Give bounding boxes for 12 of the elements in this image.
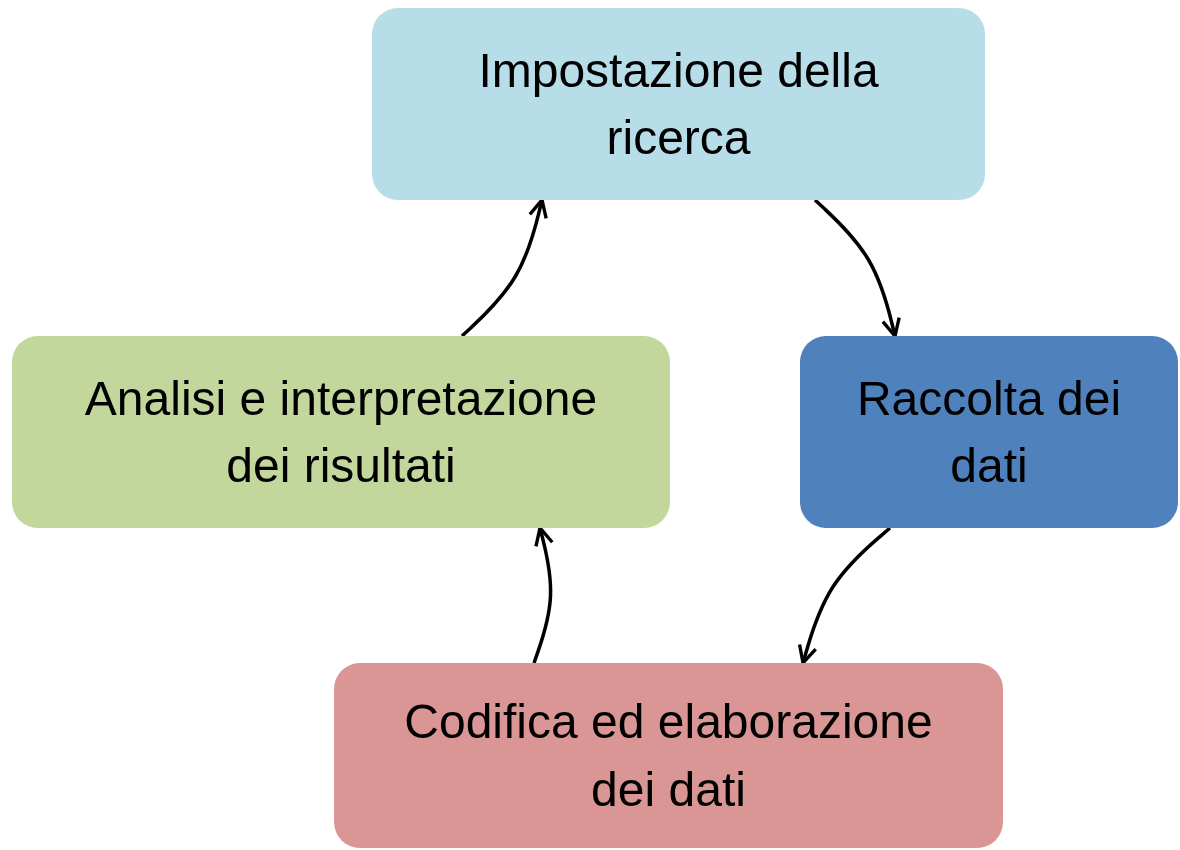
curved-arrow	[797, 526, 892, 665]
step-label: Analisi e interpretazione dei risultati	[83, 370, 599, 494]
curved-arrow	[532, 526, 554, 664]
curved-arrow	[813, 198, 901, 338]
process-box	[334, 663, 1003, 848]
step-label: Raccolta dei dati	[855, 370, 1123, 494]
curved-arrow	[460, 198, 548, 338]
step-label: Impostazione della ricerca	[477, 42, 880, 166]
process-box	[800, 336, 1178, 528]
process-box	[12, 336, 670, 528]
process-box	[372, 8, 985, 200]
step-label: Codifica ed elaborazione dei dati	[403, 694, 934, 818]
